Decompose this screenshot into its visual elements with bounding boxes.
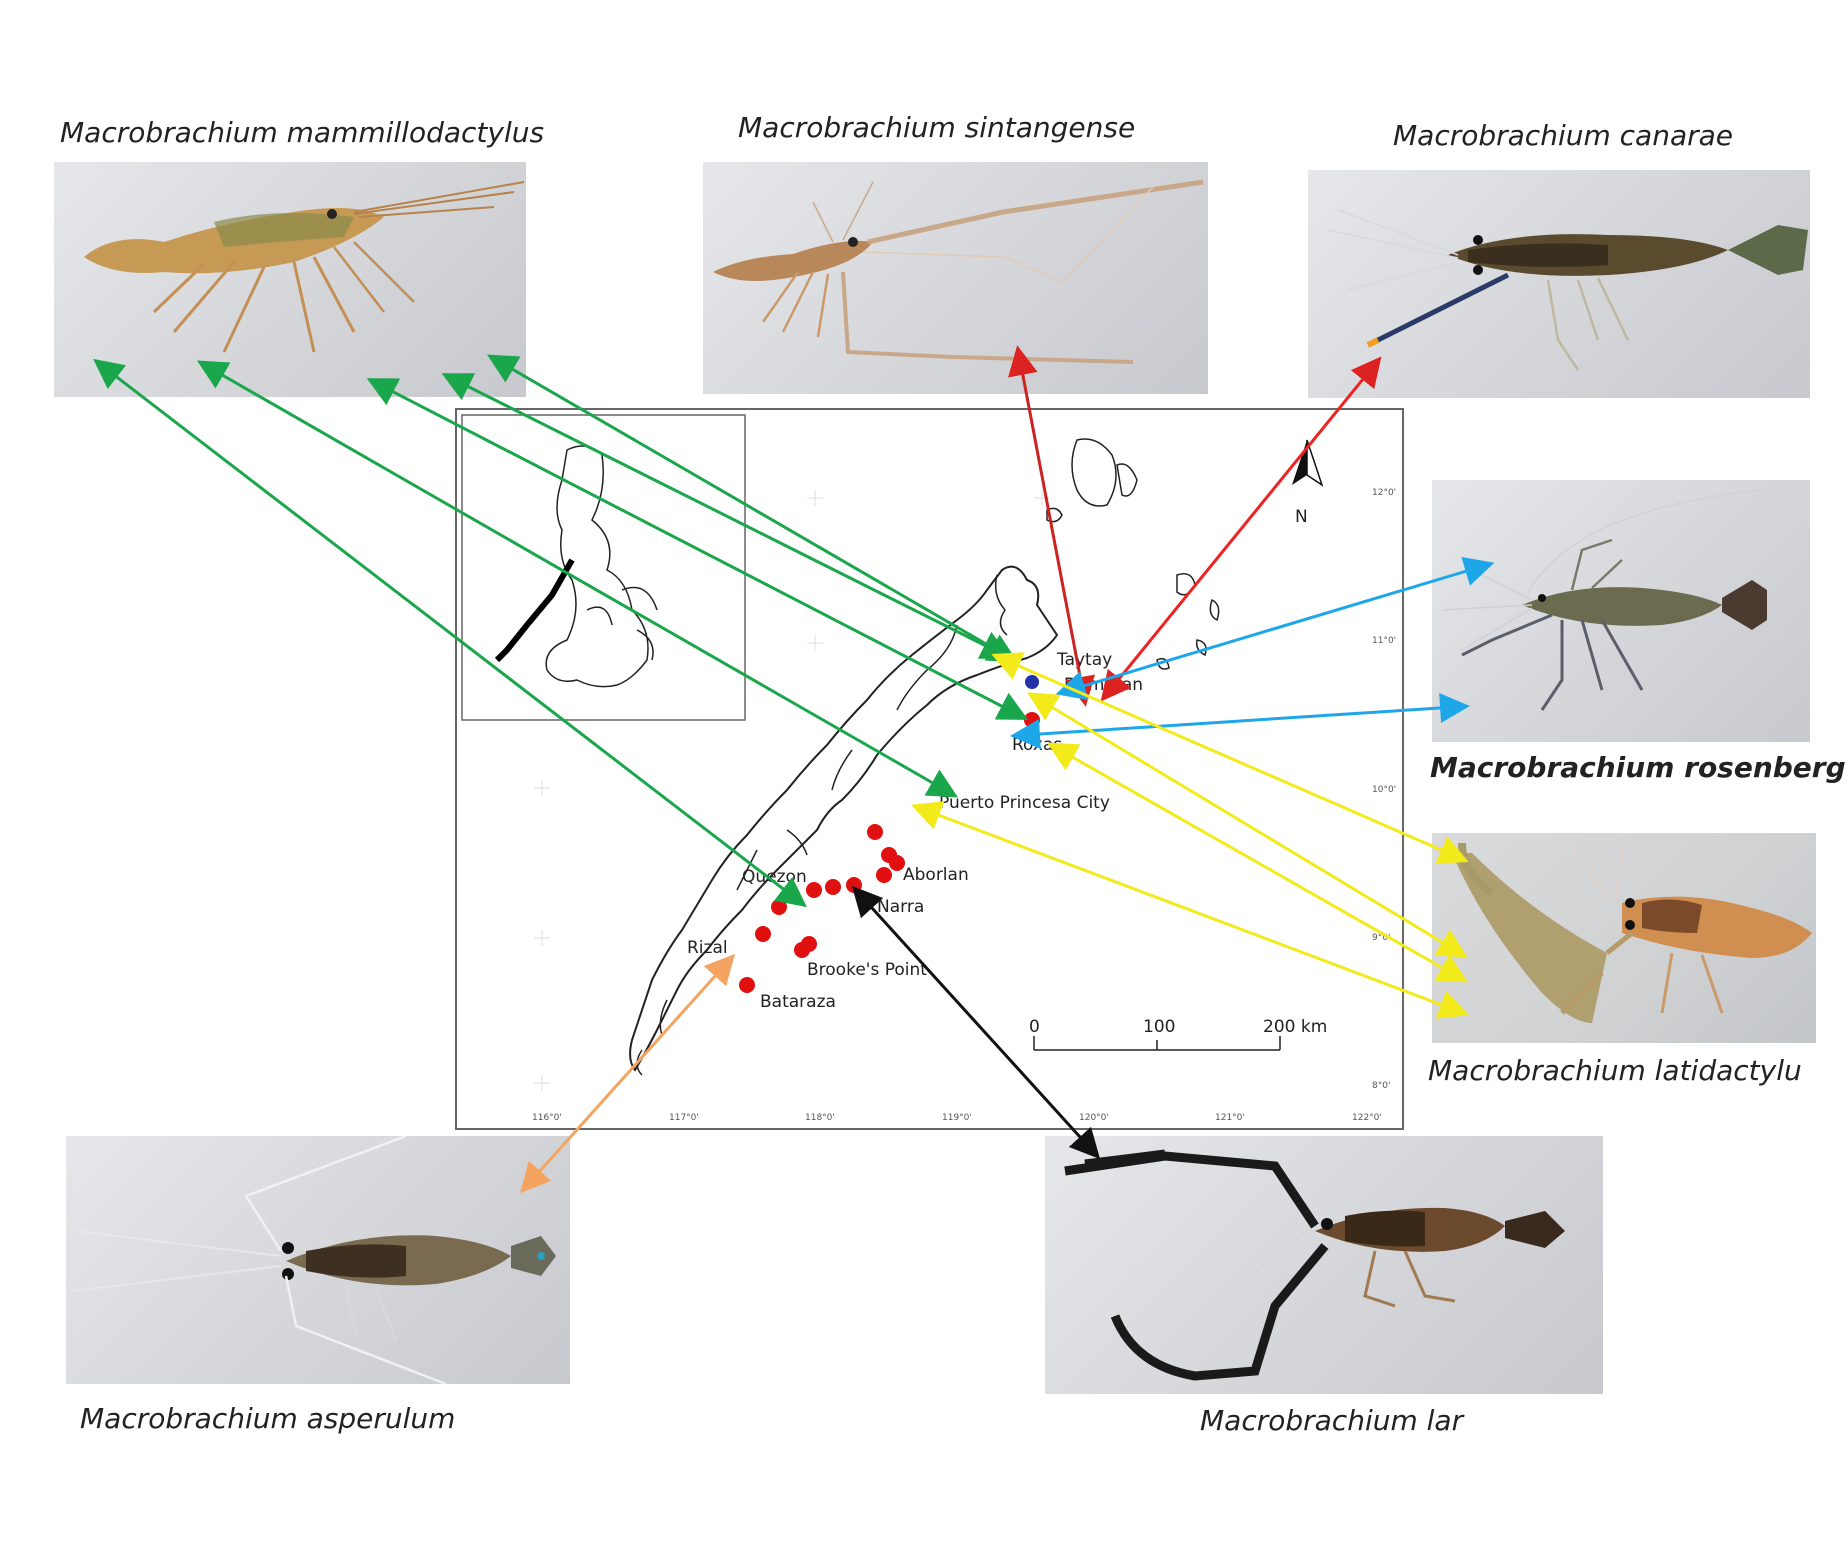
place-dumaran: Dumaran <box>1064 675 1143 695</box>
place-bataraza: Bataraza <box>760 992 836 1012</box>
shrimp-canarae-illustration <box>1327 209 1808 371</box>
photo-lar <box>1045 1136 1603 1394</box>
photo-asperulum <box>66 1136 570 1384</box>
caption-sintangense: Macrobrachium sintangense <box>738 111 1136 144</box>
site-marker <box>867 824 883 840</box>
lon-tick: 117°0' <box>669 1113 699 1123</box>
place-puerto-princesa: Puerto Princesa City <box>939 793 1110 813</box>
site-marker <box>801 936 817 952</box>
shrimp-asperulum-illustration <box>70 1136 556 1384</box>
inset-map-frame <box>461 414 746 721</box>
caption-rosenbergii: Macrobrachium rosenberg <box>1430 751 1845 784</box>
north-arrow: N <box>1292 439 1324 527</box>
caption-lar: Macrobrachium lar <box>1200 1404 1464 1437</box>
lat-tick: 11°0' <box>1372 636 1396 646</box>
site-marker <box>771 899 787 915</box>
lat-tick: 10°0' <box>1372 785 1396 795</box>
place-brookes-point: Brooke's Point <box>807 960 927 980</box>
map-canvas: N 12°0' 11°0' 10°0' 9°0' 8°0' 116°0' 117… <box>461 414 1396 1123</box>
site-marker <box>846 877 862 893</box>
shrimp-mammillodactylus-illustration <box>84 181 525 353</box>
caption-canarae: Macrobrachium canarae <box>1393 119 1733 152</box>
place-taytay: Taytay <box>1056 650 1112 670</box>
shrimp-sintangense-illustration <box>713 179 1204 364</box>
lat-tick: 8°0' <box>1372 1081 1390 1091</box>
place-narra: Narra <box>877 897 924 917</box>
north-label: N <box>1295 507 1308 527</box>
photo-latidactylus <box>1432 833 1816 1043</box>
palawan-map: N 12°0' 11°0' 10°0' 9°0' 8°0' 116°0' 117… <box>455 408 1404 1130</box>
lon-tick: 116°0' <box>532 1113 562 1123</box>
lon-tick: 118°0' <box>805 1113 835 1123</box>
place-rizal: Rizal <box>687 938 728 958</box>
lon-tick-labels: 116°0' 117°0' 118°0' 119°0' 120°0' 121°0… <box>532 1113 1382 1123</box>
site-marker <box>1024 712 1040 728</box>
site-marker <box>876 867 892 883</box>
shrimp-latidactylus-illustration <box>1452 837 1812 1023</box>
place-roxas: Roxas <box>1012 735 1062 755</box>
lat-tick-labels: 12°0' 11°0' 10°0' 9°0' 8°0' <box>1372 488 1396 1091</box>
place-aborlan: Aborlan <box>903 865 969 885</box>
site-marker <box>994 645 1008 659</box>
caption-asperulum: Macrobrachium asperulum <box>80 1402 456 1435</box>
site-marker <box>857 894 873 910</box>
photo-rosenbergii <box>1432 480 1810 742</box>
caption-mammillodactylus: Macrobrachium mammillodactylus <box>60 116 545 149</box>
site-marker <box>806 882 822 898</box>
scale-label: 0 <box>1029 1017 1040 1037</box>
site-marker <box>825 879 841 895</box>
shrimp-lar-illustration <box>1064 1149 1565 1381</box>
scale-label: 100 <box>1143 1017 1175 1037</box>
lon-tick: 122°0' <box>1352 1113 1382 1123</box>
site-marker <box>889 855 905 871</box>
lat-tick: 12°0' <box>1372 488 1396 498</box>
photo-sintangense <box>703 162 1208 394</box>
scale-bar: 0 100 200 km <box>1029 1017 1327 1051</box>
site-marker <box>739 977 755 993</box>
place-quezon: Quezon <box>742 867 807 887</box>
caption-latidactylus: Macrobrachium latidactylu <box>1428 1054 1802 1087</box>
scale-label: 200 km <box>1263 1017 1327 1037</box>
lon-tick: 121°0' <box>1215 1113 1245 1123</box>
photo-canarae <box>1308 170 1810 398</box>
lon-tick: 120°0' <box>1079 1113 1109 1123</box>
site-marker <box>1025 675 1039 689</box>
photo-mammillodactylus <box>54 162 526 397</box>
shrimp-rosenbergii-illustration <box>1441 489 1767 711</box>
lat-tick: 9°0' <box>1372 933 1390 943</box>
site-marker <box>755 926 771 942</box>
lon-tick: 119°0' <box>942 1113 972 1123</box>
